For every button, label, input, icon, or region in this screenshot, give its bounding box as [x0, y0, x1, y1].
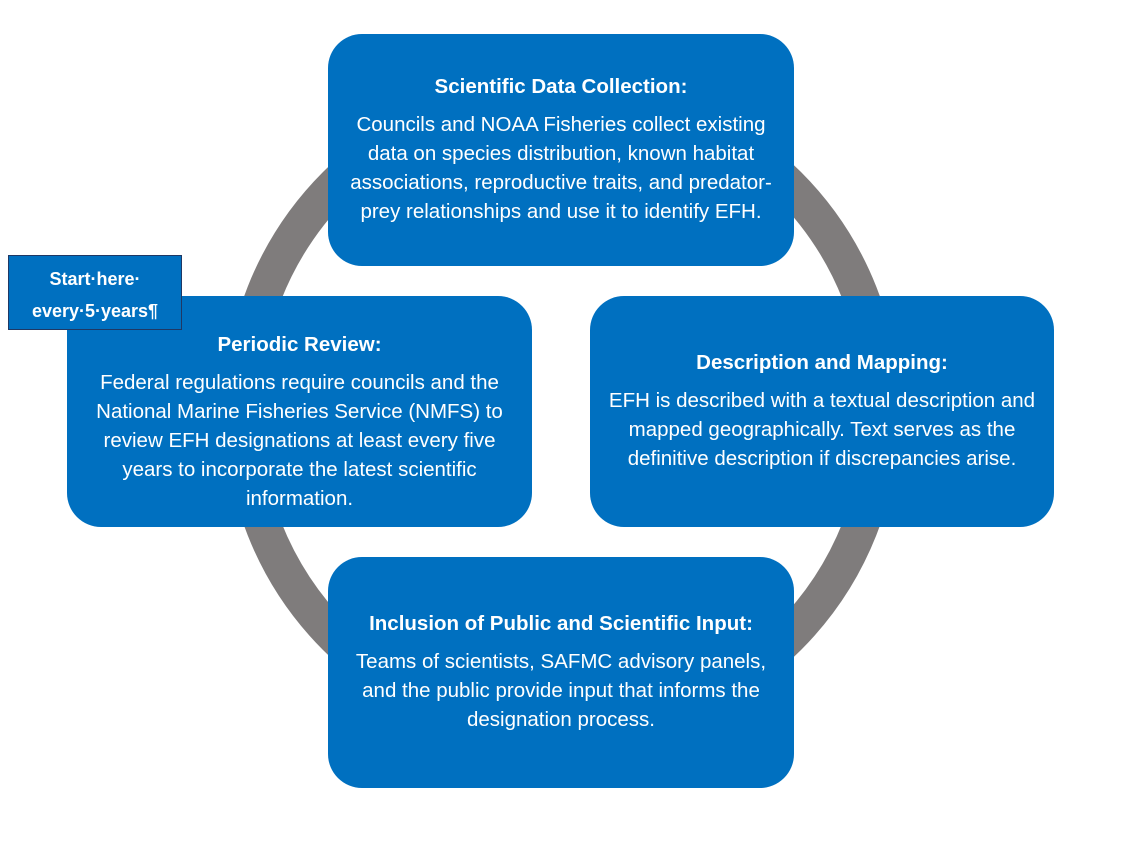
stage-title: Scientific Data Collection: — [434, 75, 688, 98]
start-label-line: every·5·years¶ — [31, 301, 159, 321]
start-label-line: Start·here· — [49, 269, 141, 289]
stage-description: Teams of scientists, SAFMC advisory pane… — [355, 650, 767, 731]
stage-description: EFH is described with a textual descript… — [608, 389, 1036, 470]
stage-title: Periodic Review: — [217, 333, 382, 356]
stage-title: Description and Mapping: — [696, 351, 948, 374]
stage-description: Federal regulations require councils and… — [96, 371, 503, 510]
stage-public-scientific-input: Inclusion of Public and Scientific Input… — [328, 557, 794, 788]
stage-description-and-mapping: Description and Mapping: EFH is describe… — [590, 296, 1054, 527]
stage-periodic-review: Periodic Review: Federal regulations req… — [67, 296, 532, 527]
stage-scientific-data-collection: Scientific Data Collection: Councils and… — [328, 34, 794, 266]
stage-description: Councils and NOAA Fisheries collect exis… — [350, 113, 772, 223]
start-here-label: Start·here· every·5·years¶ — [8, 255, 182, 330]
stage-title: Inclusion of Public and Scientific Input… — [369, 612, 753, 635]
